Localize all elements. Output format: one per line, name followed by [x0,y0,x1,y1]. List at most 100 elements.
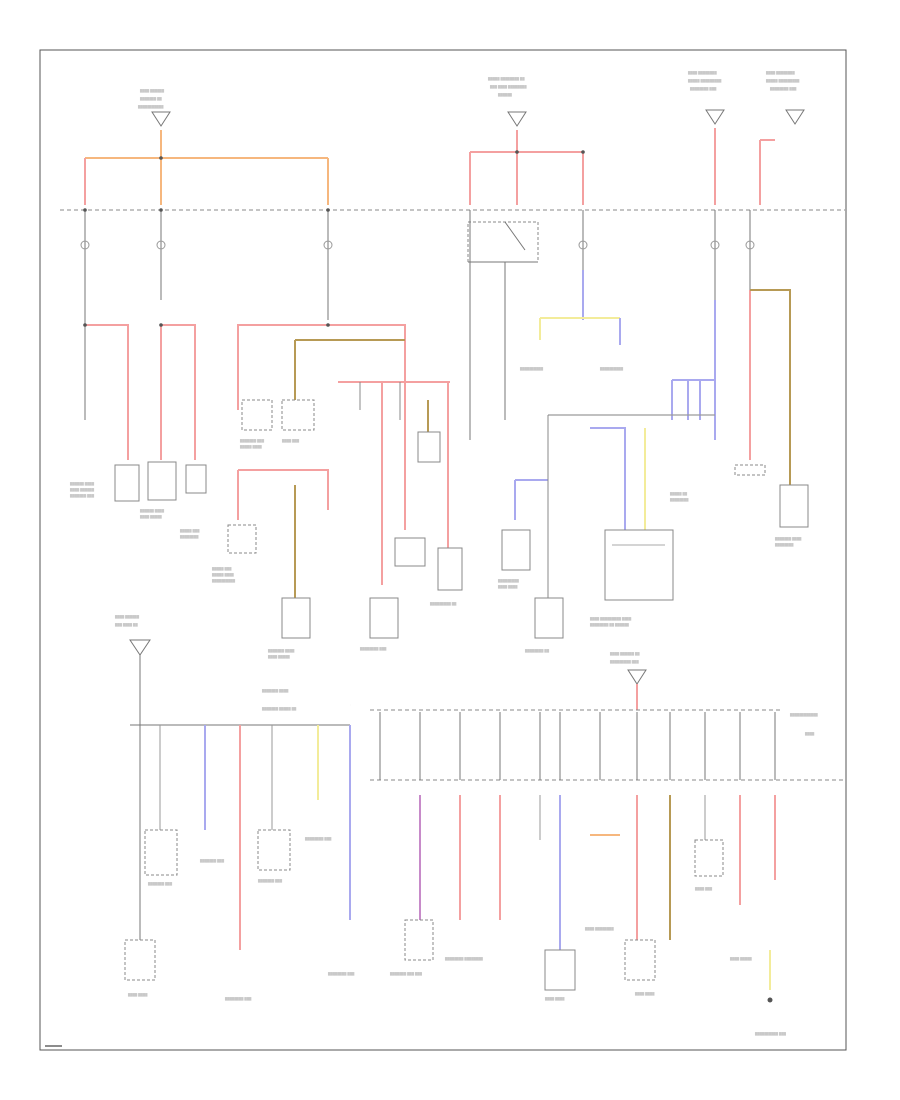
svg-text:████ ████: ████ ████ [634,992,655,996]
svg-text:█████ ██: █████ ██ [669,492,688,496]
module-center-4: █████████ ██ [429,547,463,606]
svg-text:███████ ███: ███████ ███ [239,439,265,443]
svg-text:████ █████: ████ █████ [729,957,752,961]
module-mid-left-3: █████ ███ █████ ████ ██████████ [211,524,257,583]
wire-branch-left-red [83,323,406,530]
module-right-4: █████ ██ ████████ [669,464,766,502]
svg-text:████ ████: ████ ████ [127,993,148,997]
svg-text:███████ ███: ███████ ███ [257,879,283,883]
svg-text:███ ████ ████████: ███ ████ ████████ [489,85,527,89]
svg-text:████ ████: ████ ████ [544,997,565,1001]
svg-text:██████████: ██████████ [599,367,624,371]
svg-text:███████ ████: ███████ ████ [774,537,802,541]
svg-text:████████ ██ ██████: ████████ ██ ██████ [589,623,630,627]
module-center-3 [417,431,441,463]
svg-text:█████ ████████ ██: █████ ████████ ██ [487,77,525,81]
wire-lower-left [130,655,351,980]
svg-text:███████ ███: ███████ ███ [199,859,225,863]
power-source-lower-right: ████ ██████ ██ █████████ ███ [609,652,647,685]
svg-text:████ ████: ████ ████ [497,585,518,589]
svg-text:███████ ████: ███████ ████ [267,649,295,653]
svg-text:█████ ████: █████ ████ [239,445,262,449]
svg-text:████████ ███: ████████ ███ [224,997,252,1001]
svg-text:████ ██████ ██: ████ ██████ ██ [609,652,640,656]
module-mid-left-2: ████ ███ [281,399,315,443]
svg-text:█████ ███: █████ ███ [179,529,200,533]
module-right-1: █████████ ████ ████ [497,529,531,589]
svg-text:██████████ ███: ██████████ ███ [754,1032,787,1036]
power-source-center: █████ ████████ ██ ███ ████ ████████ ████… [487,77,527,127]
svg-text:███ ████ ██: ███ ████ ██ [114,623,138,627]
module-right-2: ████████ ██ [524,597,564,653]
relay-left-3: █████ ███ ████████ [179,464,207,539]
svg-text:███████ ████: ███████ ████ [261,689,289,693]
svg-text:█████ █████████: █████ █████████ [687,79,722,83]
svg-text:████ █████: ████ █████ [267,655,290,659]
svg-text:███████ ██: ███████ ██ [139,97,162,101]
power-source-lower-left: ████ ██████ ███ ████ ██ [114,615,151,656]
svg-text:████████ ███: ████████ ███ [327,972,355,976]
svg-text:████ ████████: ████ ████████ [584,927,614,931]
svg-text:███████ ███: ███████ ███ [69,494,95,498]
svg-text:████████ ██: ████████ ██ [524,649,550,653]
left-fuse-columns [80,208,333,420]
svg-text:████ ██████: ████ ██████ [114,615,140,619]
fuse-panel-lower-right: ████████████ ████ [370,684,845,781]
svg-text:████████: ████████ [669,498,689,502]
svg-text:█████████: █████████ [497,579,519,583]
svg-text:██████████: ██████████ [519,367,544,371]
relay-left-2: ██████ ████ ████ █████ [139,461,177,519]
svg-text:████ █████: ████ █████ [139,515,162,519]
module-right-3: ████ █████████ ████ ████████ ██ ██████ [589,529,674,627]
svg-text:███████ █████ ██: ███████ █████ ██ [261,707,297,711]
svg-text:█████████ ███: █████████ ███ [609,660,639,664]
svg-text:█████ ███: █████ ███ [211,567,232,571]
relay-center-top [467,221,539,263]
svg-text:███████████: ███████████ [137,105,164,109]
module-center-relay: ███████ █████ ██ [261,707,297,711]
svg-text:███████ ███: ███████ ███ [147,882,173,886]
module-mid-left-1: ███████ ███ █████ ████ [239,399,273,449]
diagram-frame [39,49,847,1051]
svg-text:██████ ████: ██████ ████ [69,482,95,486]
svg-text:██████████: ██████████ [211,579,236,583]
wire-lower-right-drops [419,795,776,990]
svg-text:█████ ████: █████ ████ [211,573,234,577]
module-center-1: ████████ ███ [359,597,399,651]
svg-text:████ ████████: ████ ████████ [687,71,717,75]
svg-text:██████: ██████ [497,93,513,97]
svg-text:█████████ ██: █████████ ██ [429,602,457,606]
wire-feed-center [469,130,585,205]
svg-text:████: ████ [804,732,815,736]
power-source-right-1: ████ ████████ █████ █████████ ████████ █… [687,71,725,125]
power-source-right-2: ████ ████████ █████ █████████ ████████ █… [765,71,805,125]
wire-cluster-right [514,379,715,600]
center-fuse-columns [469,210,621,440]
module-mid-left-4: ███████ ████ ████ █████ ███████ ████ [261,597,311,693]
svg-text:████████ ███: ████████ ███ [359,647,387,651]
module-center-2 [394,537,426,567]
wire-cluster-center [338,381,450,585]
lower-left-components: ███████ ███ ███████ ███ ███████ ███ ████… [124,829,355,1001]
wire-red-mid-left [238,469,329,510]
svg-text:█████ █████████: █████ █████████ [765,79,800,83]
svg-text:████████ ████████: ████████ ████████ [444,957,484,961]
relay-left-1: ██████ ████ ████ ██████ ███████ ███ [69,464,140,502]
module-right-5: ███████ ████ ████████ [774,484,809,547]
svg-text:████ ████████: ████ ████████ [765,71,795,75]
wire-feed-left [84,130,329,205]
svg-text:████ ███: ████ ███ [281,439,300,443]
svg-text:████████ ███: ████████ ███ [769,87,797,91]
svg-text:███████ ███ ███: ███████ ███ ███ [389,972,423,976]
ground-center: ██████████ ██████████ [519,367,624,371]
svg-text:████████: ████████ [179,535,199,539]
wire-feed-right [710,128,791,485]
power-source-left: ████ ██████ ███████ ██ ███████████ [137,89,171,127]
svg-text:████ ██████: ████ ██████ [139,89,165,93]
svg-text:████████ ███: ████████ ███ [304,837,332,841]
svg-text:████ █████████ ████: ████ █████████ ████ [589,617,632,621]
svg-text:████████: ████████ [774,543,794,547]
svg-text:██████ ████: ██████ ████ [139,509,165,513]
svg-text:████ ███: ████ ███ [694,887,713,891]
